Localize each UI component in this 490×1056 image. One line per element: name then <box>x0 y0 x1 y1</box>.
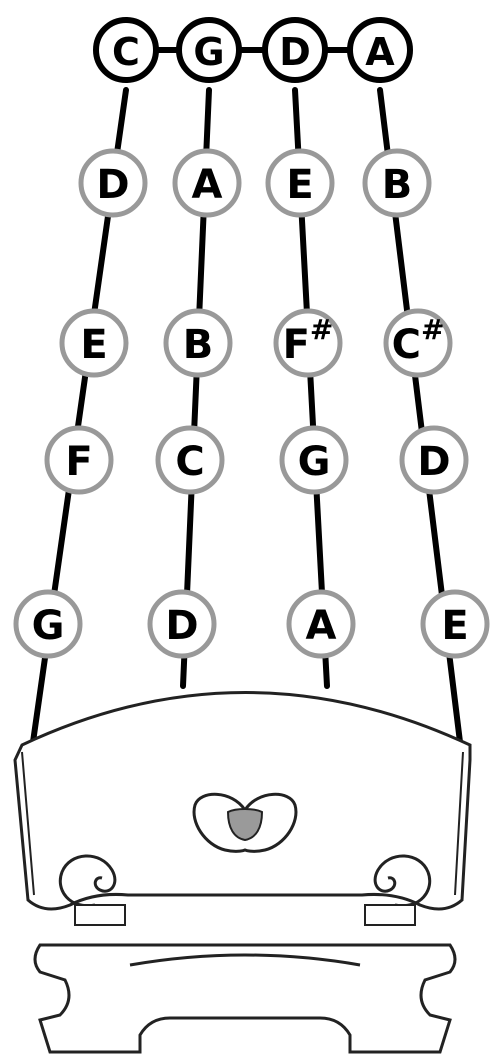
note-label: E <box>80 322 107 368</box>
note-label: A <box>192 162 223 208</box>
note-e: E <box>59 308 129 378</box>
bridge-edge-right <box>454 751 471 901</box>
bridge-heart-inner <box>226 808 264 842</box>
note-c: C <box>155 425 225 495</box>
note-label: D <box>165 603 198 649</box>
bridge-lower-section <box>33 943 457 1054</box>
open-string-d: D <box>262 17 328 83</box>
open-string-circle <box>176 17 242 83</box>
bridge-foot-right <box>364 904 416 926</box>
open-string-label: C <box>112 30 140 74</box>
note-circle <box>362 148 432 218</box>
note-e: E <box>420 589 490 659</box>
note-label: B <box>183 322 214 368</box>
note-circle <box>279 425 349 495</box>
open-string-a: A <box>347 17 413 83</box>
note-label: F <box>65 439 92 485</box>
note-circle <box>155 425 225 495</box>
note-circle <box>383 308 453 378</box>
note-d: D <box>399 425 469 495</box>
open-string-label: D <box>279 30 311 74</box>
note-label: D <box>417 439 450 485</box>
note-b: B <box>163 308 233 378</box>
note-label: G <box>32 603 65 649</box>
note-d: D <box>78 148 148 218</box>
note-label: E <box>286 162 313 208</box>
note-d: D <box>147 589 217 659</box>
note-circle <box>420 589 490 659</box>
open-string-c: C <box>93 17 159 83</box>
open-string-g: G <box>176 17 242 83</box>
note-c-sharp: C# <box>383 308 453 378</box>
open-string-circle <box>347 17 413 83</box>
note-circle <box>399 425 469 495</box>
note-a: A <box>172 148 242 218</box>
note-circle <box>78 148 148 218</box>
bridge-kidney-right <box>373 854 432 908</box>
note-circle <box>163 308 233 378</box>
bridge-foot-left <box>74 904 126 926</box>
note-f: F <box>44 425 114 495</box>
note-circle <box>172 148 242 218</box>
note-label: C <box>175 439 204 485</box>
note-circle <box>59 308 129 378</box>
note-label: G <box>298 439 331 485</box>
note-label: E <box>441 603 468 649</box>
note-circle <box>286 589 356 659</box>
open-string-circle <box>262 17 328 83</box>
note-g: G <box>13 589 83 659</box>
bridge-lower-arch <box>129 953 361 967</box>
note-b: B <box>362 148 432 218</box>
open-string-circle <box>93 17 159 83</box>
note-f-sharp: F# <box>273 308 343 378</box>
note-circle <box>273 308 343 378</box>
note-a: A <box>286 589 356 659</box>
note-circle <box>147 589 217 659</box>
bridge-illustration <box>13 691 472 1054</box>
open-string-label: G <box>193 30 224 74</box>
bridge-body <box>13 691 472 911</box>
note-circle <box>44 425 114 495</box>
note-circle <box>265 148 335 218</box>
bridge-edge-left <box>14 751 35 901</box>
note-label: F# <box>283 313 334 369</box>
note-circle <box>13 589 83 659</box>
note-g: G <box>279 425 349 495</box>
fingering-notes: D A E B E B F# C# F C G D G D A E <box>13 148 490 659</box>
note-label: D <box>96 162 129 208</box>
note-label: C# <box>392 313 445 369</box>
note-e: E <box>265 148 335 218</box>
open-string-label: A <box>365 30 395 74</box>
note-label: B <box>382 162 413 208</box>
bridge-kidney-left <box>58 854 117 908</box>
note-label: A <box>306 603 337 649</box>
